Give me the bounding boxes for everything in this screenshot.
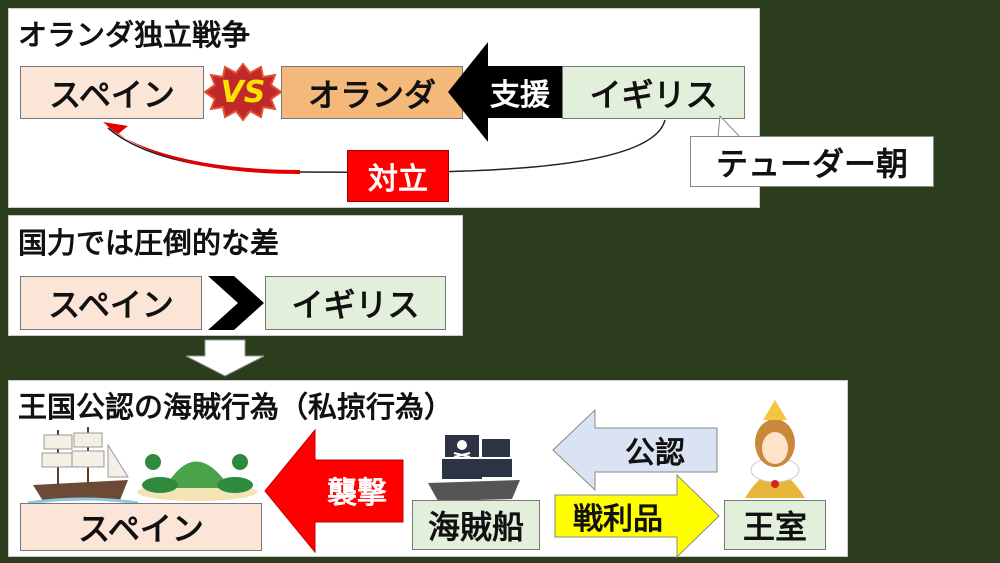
queen-icon: [745, 400, 805, 498]
spoils-arrow-icon: [554, 473, 720, 559]
section3-title: 王国公認の海賊行為（私掠行為）: [18, 390, 454, 424]
royal-box: 王室: [724, 500, 826, 550]
support-arrow-icon: [448, 42, 566, 142]
raid-label: 襲撃: [327, 476, 387, 511]
spanish-galleon-icon: [27, 427, 139, 505]
section1-title: オランダ独立戦争: [18, 18, 251, 52]
england-box-2: イギリス: [265, 276, 446, 330]
support-label: 支援: [490, 78, 550, 113]
down-arrow-icon: [185, 339, 265, 377]
england-box: イギリス: [562, 66, 745, 119]
island-icon: [137, 454, 257, 501]
section2-title: 国力では圧倒的な差: [18, 226, 280, 260]
vs-label: VS: [220, 74, 266, 110]
spoils-label: 戦利品: [573, 502, 663, 537]
conflict-label: 対立: [347, 150, 449, 202]
spain-box: スペイン: [20, 66, 204, 119]
authorization-arrow-icon: [552, 408, 718, 492]
authorization-label: 公認: [625, 436, 685, 471]
spain-box-2: スペイン: [20, 276, 202, 330]
conflict-curve-arrow-icon: [103, 119, 666, 174]
greater-than-chevron-icon: [208, 276, 264, 330]
pirate-ship-icon: [428, 435, 520, 501]
tudor-callout: テューダー朝: [690, 136, 934, 187]
vs-burst-icon: [203, 62, 283, 122]
spain-box-3: スペイン: [20, 503, 262, 551]
raid-arrow-icon: [264, 428, 404, 554]
pirate-ship-box: 海賊船: [412, 500, 540, 550]
netherlands-box: オランダ: [281, 66, 463, 119]
